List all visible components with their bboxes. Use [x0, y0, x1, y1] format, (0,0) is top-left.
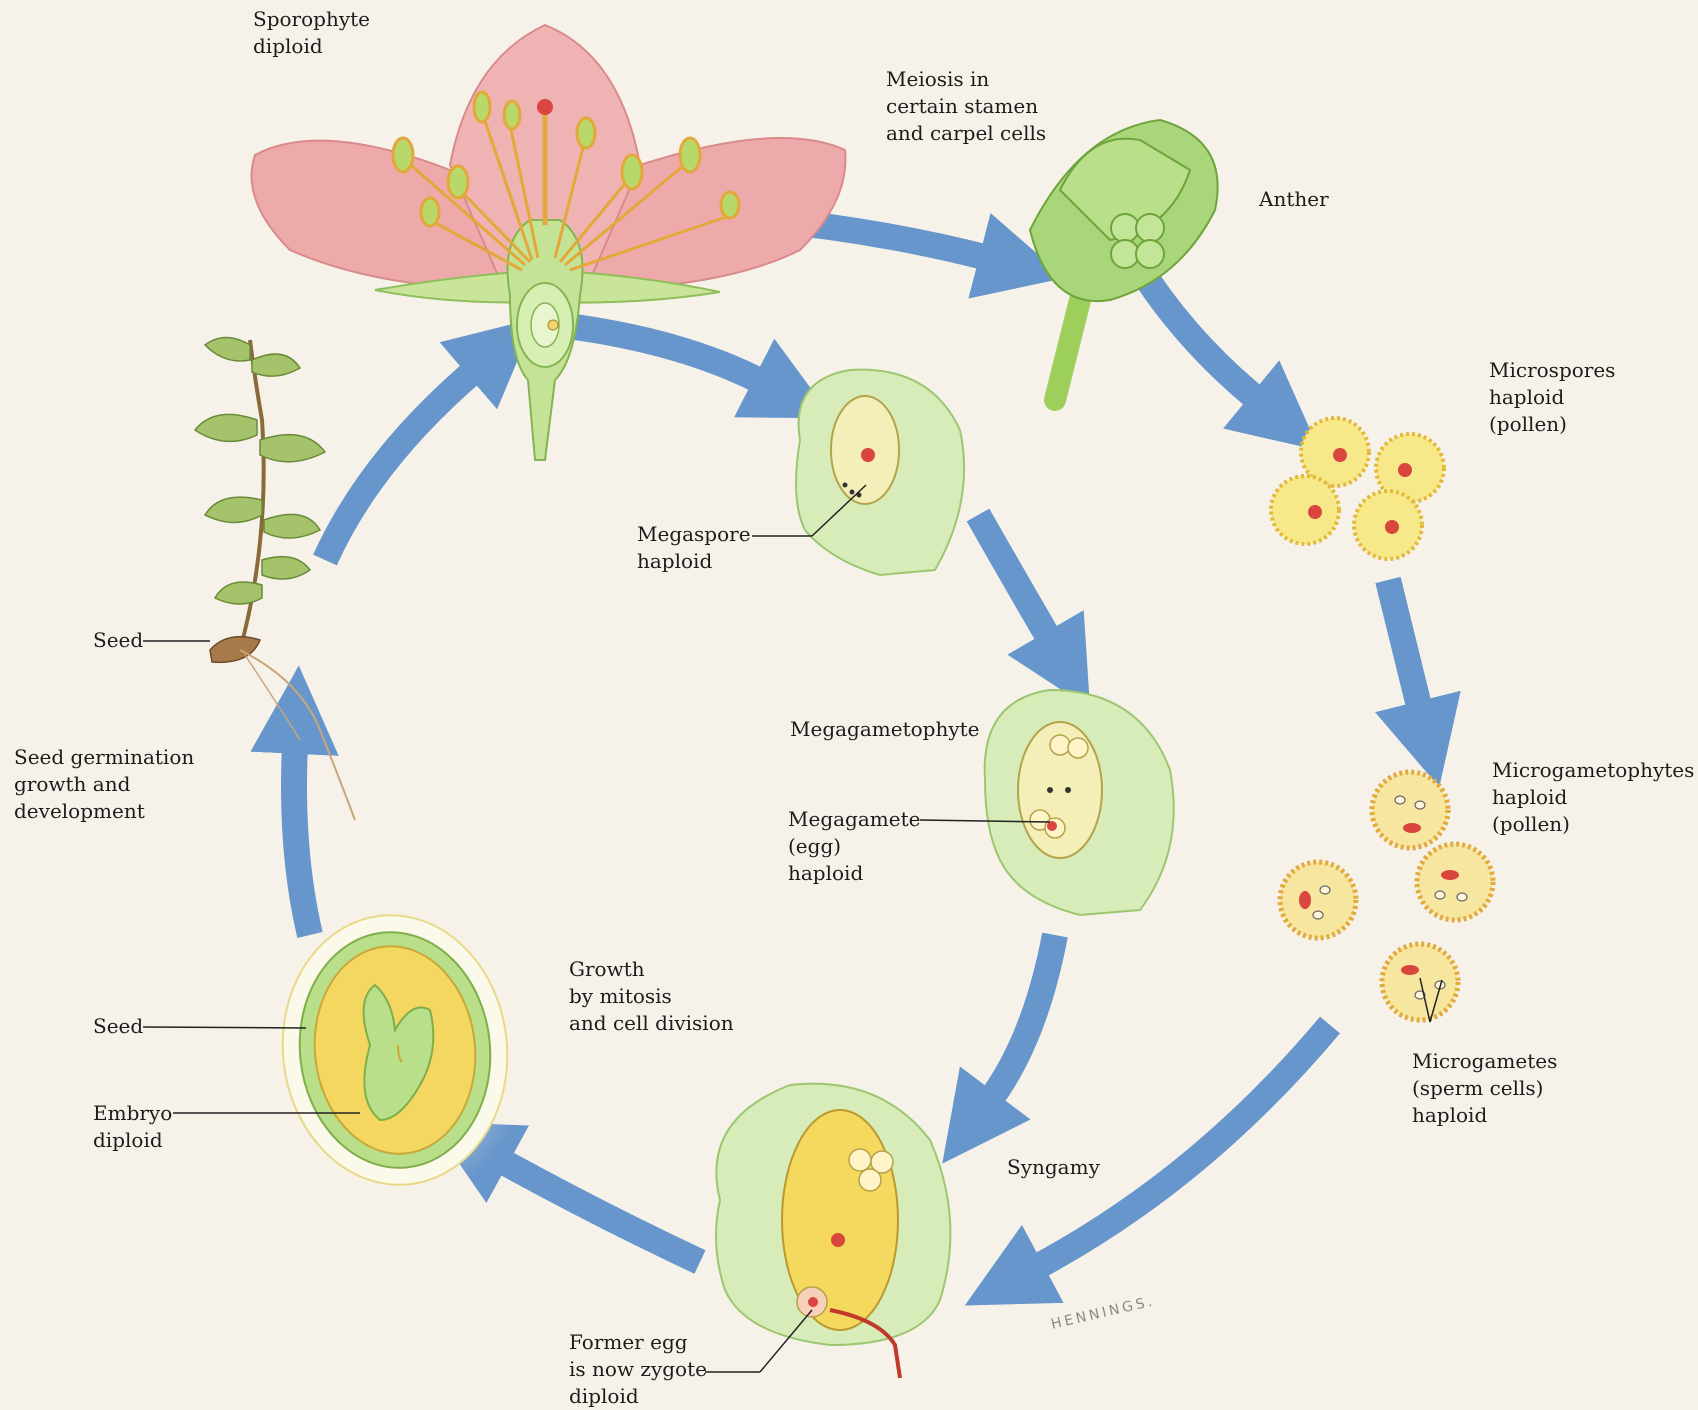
arrow-seedling-to-flower: [325, 370, 475, 560]
label-embryo: Embryo diploid: [93, 1100, 172, 1154]
label-megaspore: Megaspore haploid: [637, 521, 751, 575]
ovule-megagametophyte: [985, 690, 1174, 915]
anther-illustration: [1030, 120, 1218, 400]
microgametophyte-grains: [1280, 772, 1493, 1020]
label-anther: Anther: [1259, 186, 1329, 213]
label-sporophyte: Sporophyte diploid: [253, 6, 370, 60]
ovule-megaspore: [796, 370, 964, 575]
microspore-tetrad: [1271, 418, 1444, 559]
label-growth: Growth by mitosis and cell division: [569, 956, 734, 1037]
label-megagametophyte: Megagametophyte: [790, 716, 980, 743]
label-seed-lower: Seed: [93, 1013, 143, 1040]
arrow-megaspore-to-megagametophyte: [978, 515, 1050, 640]
ovule-syngamy: [716, 1084, 950, 1378]
label-microspores: Microspores haploid (pollen): [1489, 357, 1615, 438]
arrow-anther-to-microspores: [1138, 265, 1258, 400]
label-meiosis: Meiosis in certain stamen and carpel cel…: [886, 66, 1046, 147]
arrow-microspores-to-microgametophytes: [1388, 580, 1420, 710]
flower-illustration: [252, 25, 846, 460]
arrow-syngamy-to-seed: [500, 1160, 700, 1262]
arrow-flower-to-megaspore: [560, 325, 762, 382]
arrow-megagametophyte-to-syngamy: [990, 935, 1055, 1100]
label-seed-upper: Seed: [93, 627, 143, 654]
arrow-seed-to-seedling: [294, 745, 310, 935]
label-megagamete: Megagamete (egg) haploid: [788, 806, 920, 887]
seed-cross-section: [260, 895, 530, 1205]
label-syngamy: Syngamy: [1007, 1154, 1100, 1181]
label-germination: Seed germination growth and development: [14, 744, 194, 825]
label-microgametophytes: Microgametophytes haploid (pollen): [1492, 757, 1694, 838]
label-microgametes: Microgametes (sperm cells) haploid: [1412, 1048, 1557, 1129]
label-zygote: Former egg is now zygote diploid: [569, 1329, 707, 1410]
seedling-illustration: [195, 338, 355, 821]
arrow-pollen-to-syngamy: [1035, 1025, 1330, 1268]
